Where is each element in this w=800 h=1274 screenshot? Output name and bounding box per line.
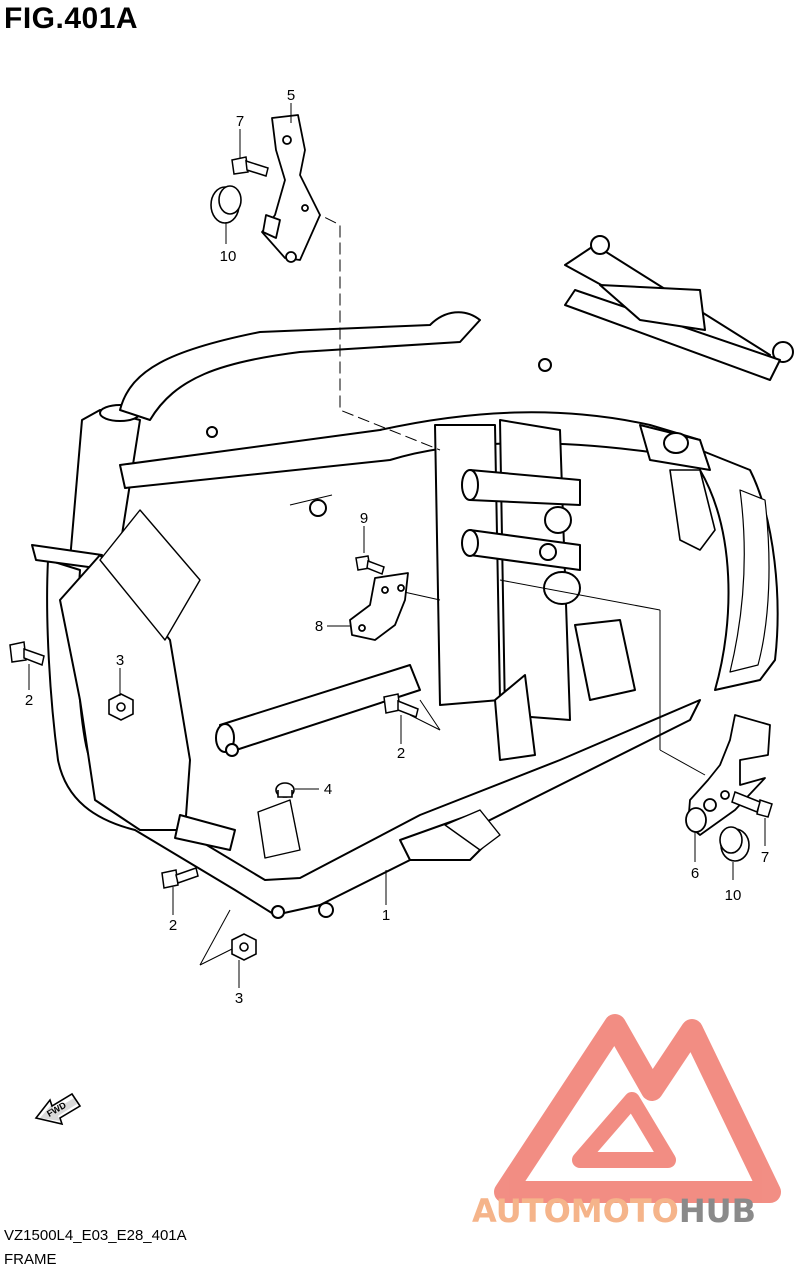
caps-and-nuts (108, 185, 750, 961)
callout-9: 9 (360, 510, 368, 527)
callout-2-left: 2 (25, 692, 33, 709)
bolt-part-2-lower (161, 867, 199, 889)
watermark-text-automoto: AUTOMOTO (472, 1192, 679, 1230)
callout-10-upper: 10 (220, 248, 237, 265)
figure-title: FIG.401A (4, 2, 139, 35)
main-frame (31, 235, 794, 919)
nut-part-3-upper (108, 693, 134, 721)
bolt-part-9 (355, 555, 385, 576)
bolt-part-7-lower (731, 790, 773, 818)
cap-part-4 (275, 782, 295, 798)
watermark-triangle-logo (494, 1014, 781, 1203)
part-5-bracket (261, 114, 321, 263)
callout-7-lower: 7 (761, 849, 769, 866)
callout-2-middle: 2 (397, 745, 405, 762)
section-name: FRAME (4, 1251, 57, 1268)
callout-leaders (28, 103, 766, 988)
callout-3-lower: 3 (235, 990, 243, 1007)
callout-10-lower: 10 (725, 887, 742, 904)
watermark-text-hub: HUB (679, 1192, 756, 1230)
cap-part-10-lower (719, 826, 750, 862)
bolts (9, 156, 773, 889)
callout-labels: 1 2 2 2 3 3 4 5 6 7 7 8 9 10 10 (25, 87, 769, 1007)
callout-7-upper: 7 (236, 113, 244, 130)
nut-part-3-lower (231, 933, 257, 961)
callout-8: 8 (315, 618, 323, 635)
cap-part-10-upper (210, 185, 242, 224)
model-code: VZ1500L4_E03_E28_401A (4, 1227, 187, 1244)
part-8-bracket (349, 572, 409, 641)
automotohub-watermark: AUTOMOTOHUB (472, 1014, 781, 1230)
fwd-arrow-icon: FWD (34, 1092, 82, 1126)
callout-3-upper: 3 (116, 652, 124, 669)
svg-text:AUTOMOTOHUB: AUTOMOTOHUB (472, 1192, 756, 1230)
callout-1: 1 (382, 907, 390, 924)
callout-4: 4 (324, 781, 332, 798)
callout-6: 6 (691, 865, 699, 882)
bolt-part-2-middle (383, 693, 419, 719)
callout-2-lower: 2 (169, 917, 177, 934)
bolt-part-2-left (9, 641, 45, 667)
bolt-part-7-upper (231, 156, 269, 177)
callout-5: 5 (287, 87, 295, 104)
part-6-bracket (685, 714, 771, 836)
reference-lines (199, 209, 706, 966)
